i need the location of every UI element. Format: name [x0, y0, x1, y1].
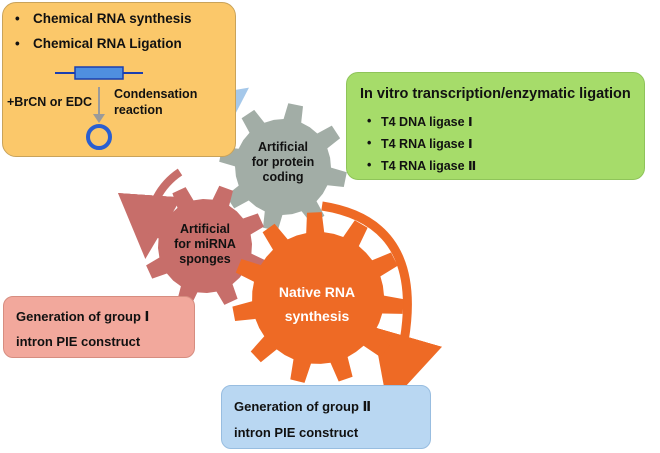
chem-item-ligation: Chemical RNA Ligation: [33, 36, 182, 51]
group-1-line-2: intron PIE construct: [16, 334, 141, 349]
protein-gear-line-1: Artificial: [257, 140, 308, 154]
chem-bullet: •: [15, 36, 20, 51]
vitro-item-t4-rna-ligase-1: T4 RNA ligase Ⅰ: [381, 137, 473, 151]
protein-coding-gear: [219, 103, 347, 231]
chemical-synthesis-box: • Chemical RNA synthesis • Chemical RNA …: [2, 2, 236, 157]
linear-to-circular-rna-icon: [55, 66, 143, 150]
mirna-gear-line-3: sponges: [179, 252, 231, 266]
gear-mirna-shape: [144, 185, 266, 307]
chem-bullet: •: [15, 11, 20, 26]
reaction-label-1: Condensation: [114, 87, 198, 101]
reaction-label-2: reaction: [114, 103, 163, 117]
native-rna-gear: [232, 212, 404, 383]
reagent-label: +BrCN or EDC: [7, 95, 93, 109]
vitro-title: In vitro transcription/enzymatic ligatio…: [360, 86, 631, 102]
group-1-line-1: Generation of group Ⅰ: [16, 309, 150, 324]
mirna-gear-line-1: Artificial: [179, 222, 230, 236]
gear-native-shape: [232, 212, 404, 383]
vitro-bullet: •: [367, 114, 372, 128]
in-vitro-box: In vitro transcription/enzymatic ligatio…: [346, 72, 645, 180]
protein-gear-line-2: for protein: [251, 155, 315, 169]
mirna-sponges-gear: [144, 185, 266, 307]
vitro-bullet: •: [367, 136, 372, 150]
native-gear-label: Native RNA synthesis: [262, 280, 372, 328]
gear-protein-shape: [219, 103, 347, 231]
mirna-gear-label: Artificial for miRNA sponges: [160, 222, 250, 267]
vitro-bullet: •: [367, 158, 372, 172]
vitro-item-t4-dna-ligase: T4 DNA ligase Ⅰ: [381, 115, 473, 129]
protein-gear-label: Artificial for protein coding: [238, 140, 328, 185]
native-gear-line-2: synthesis: [284, 308, 350, 324]
group-2-box: Generation of group Ⅱ intron PIE constru…: [221, 385, 431, 449]
protein-gear-line-3: coding: [262, 170, 304, 184]
group-1-box: Generation of group Ⅰ intron PIE constru…: [3, 296, 195, 358]
native-gear-line-1: Native RNA: [278, 284, 356, 300]
mirna-gear-line-2: for miRNA: [174, 237, 236, 251]
chem-item-synthesis: Chemical RNA synthesis: [33, 11, 192, 26]
vitro-item-t4-rna-ligase-2: T4 RNA ligase Ⅱ: [381, 159, 477, 173]
group-2-line-1: Generation of group Ⅱ: [234, 399, 372, 414]
group-2-line-2: intron PIE construct: [234, 425, 359, 440]
orange-cycle-arrow: [321, 201, 443, 406]
